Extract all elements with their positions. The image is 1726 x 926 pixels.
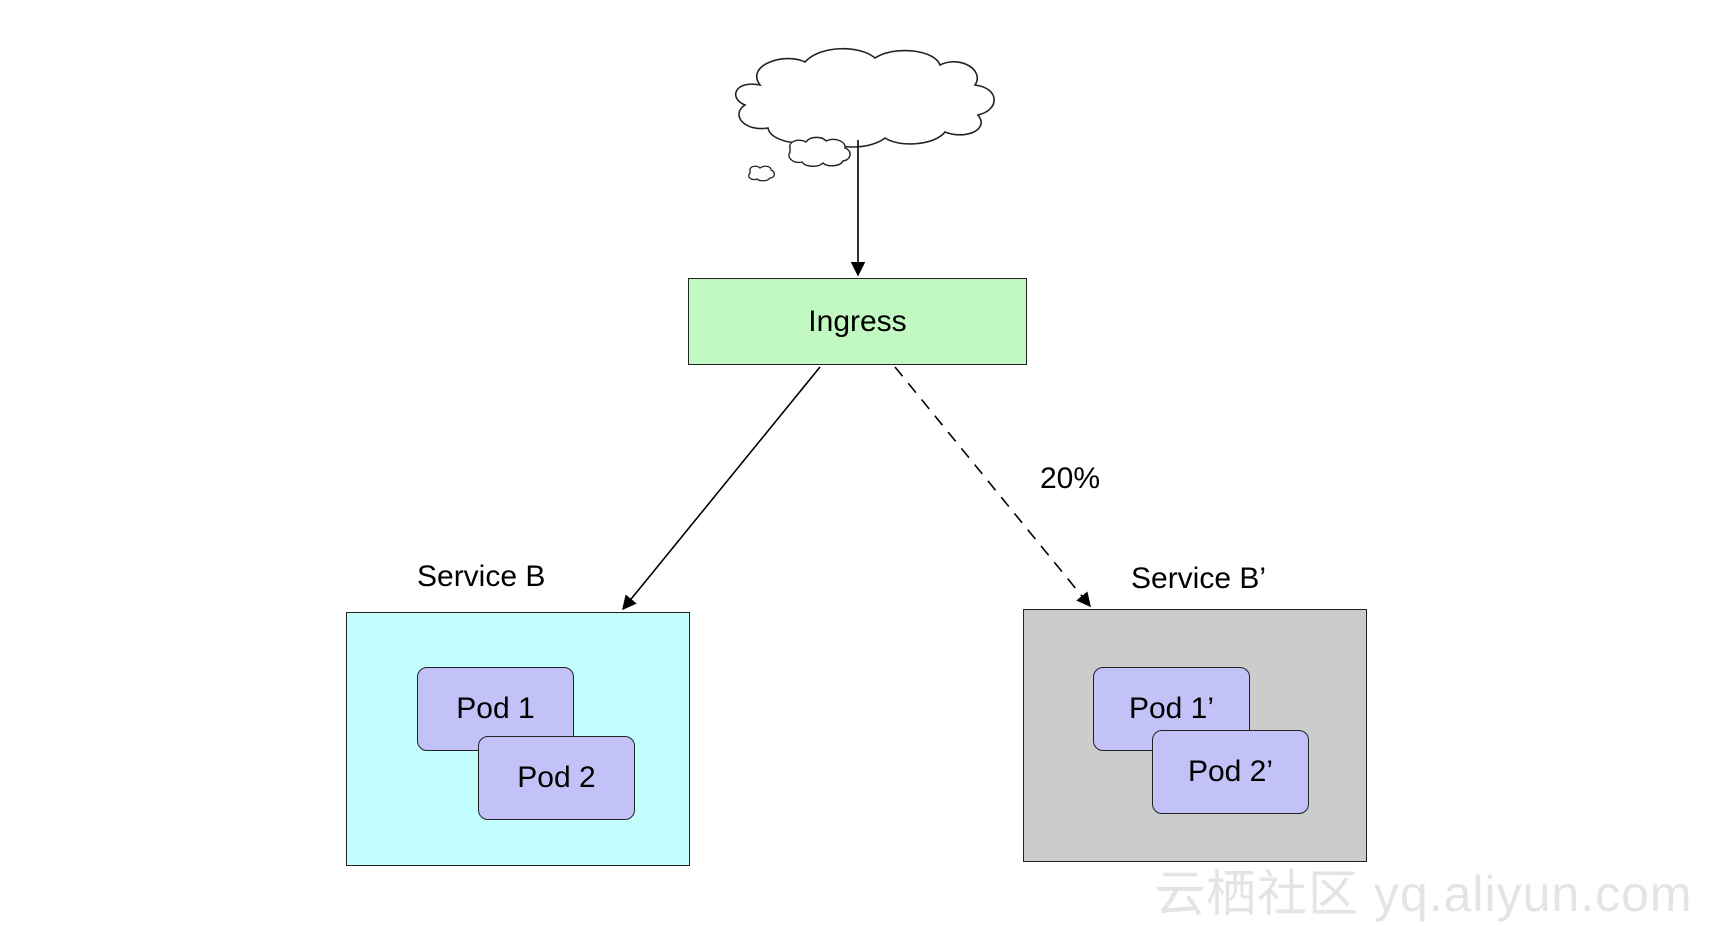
traffic-split-label: 20% [1040, 462, 1101, 495]
pod-node: Pod 2’ [1152, 730, 1309, 814]
pod-label: Pod 1’ [1128, 692, 1215, 725]
pod-label: Pod 2’ [1187, 755, 1274, 788]
pod-node: Pod 2 [478, 736, 635, 820]
ingress-box: Ingress [688, 278, 1027, 365]
edge-ingress-to-service-b-prime [894, 366, 1091, 608]
pod-label: Pod 1 [456, 692, 535, 725]
ingress-label: Ingress [808, 304, 907, 338]
watermark: 云栖社区 yq.aliyun.com [1155, 866, 1693, 922]
service-b-label: Service B [417, 560, 546, 593]
edge-ingress-to-service-b [622, 366, 821, 611]
pod-label: Pod 2 [517, 761, 596, 794]
service-b-prime-label: Service B’ [1131, 562, 1267, 595]
internet-cloud-icon [734, 47, 995, 182]
